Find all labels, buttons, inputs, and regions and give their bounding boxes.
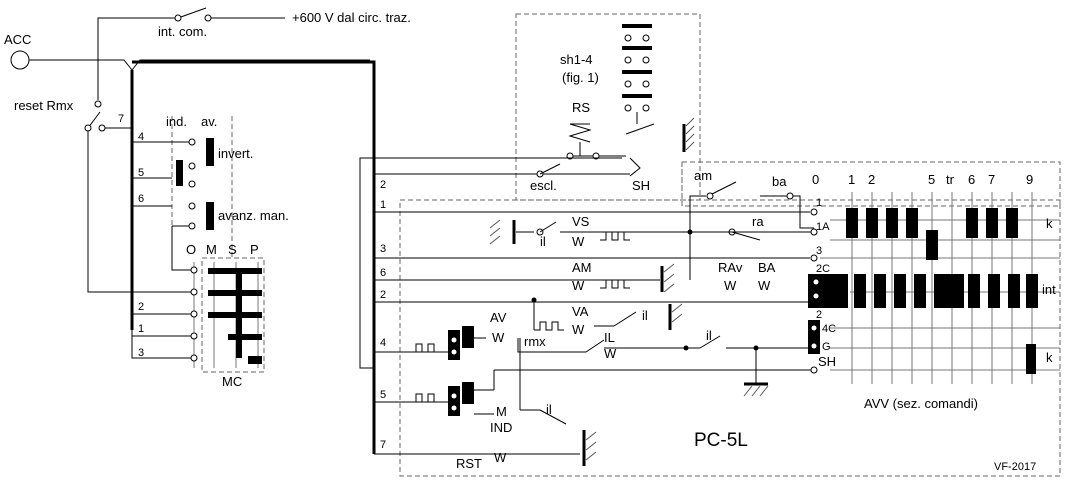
va-label: VA	[572, 304, 589, 319]
il-label-1: il	[540, 234, 546, 249]
svg-text:6: 6	[138, 193, 144, 205]
avv-contact-4c	[808, 320, 820, 354]
escl-label: escl.	[530, 178, 557, 193]
svg-text:1: 1	[138, 323, 144, 335]
avv-cams-k1	[846, 208, 1018, 260]
va-coil: W	[572, 322, 585, 337]
sh-box	[515, 13, 701, 201]
avanz-man-label: avanz. man.	[218, 208, 289, 223]
svg-text:6: 6	[380, 267, 386, 279]
k-label-1: k	[1046, 216, 1053, 231]
wire-7-label: 7	[118, 113, 124, 125]
svg-text:5: 5	[380, 389, 386, 401]
svg-text:1: 1	[380, 199, 386, 211]
sh-coil	[629, 157, 641, 177]
avv-box	[681, 161, 1061, 207]
il-coil: W	[604, 346, 617, 361]
avanz-man-contact	[206, 202, 214, 230]
svg-text:3: 3	[138, 347, 144, 359]
rav-label: RAv	[718, 260, 743, 275]
avv-step-6: 6	[968, 172, 975, 187]
avv-step-5: 5	[928, 172, 935, 187]
svg-text:7: 7	[380, 439, 386, 451]
svg-text:4: 4	[380, 337, 386, 349]
int-com-label: int. com.	[158, 24, 207, 39]
ind-av-lever	[176, 160, 183, 186]
avv-row-3: 3	[816, 245, 822, 257]
am-coil-label: AM	[572, 260, 592, 275]
av-label: av.	[201, 114, 217, 129]
vs-label: VS	[572, 214, 590, 229]
avv-step-9: 9	[1026, 172, 1033, 187]
am-coil: W	[572, 278, 585, 293]
ind-m: M	[496, 404, 507, 419]
fig1-label: (fig. 1)	[562, 70, 599, 85]
k-label-2: k	[1046, 350, 1053, 365]
mc-pos-s: S	[228, 242, 237, 257]
svg-text:3: 3	[380, 243, 386, 255]
sh1-4-contacts	[622, 24, 652, 124]
acc-terminal	[10, 50, 30, 70]
avv-row-1: 1	[816, 197, 822, 209]
av-relay	[448, 326, 474, 360]
reset-rmx-label: reset Rmx	[14, 98, 74, 113]
avv-row-1a: 1A	[816, 221, 830, 233]
svg-text:2: 2	[380, 179, 386, 191]
ba-coil-label: BA	[758, 260, 776, 275]
rmx-label: rmx	[524, 334, 546, 349]
ind-label: ind.	[166, 114, 187, 129]
am-label: am	[694, 168, 712, 183]
avv-row-g: G	[822, 341, 831, 353]
pc5l-label: PC-5L	[694, 430, 748, 451]
avv-row-2: 2	[816, 309, 822, 321]
avv-row-2c: 2C	[816, 263, 830, 275]
vs-coil: W	[572, 234, 585, 249]
av-coil: W	[492, 330, 505, 345]
svg-text:4: 4	[138, 131, 144, 143]
mc-pos-m: M	[206, 242, 217, 257]
avv-step-2: 2	[868, 172, 875, 187]
sh1-4-label: sh1-4	[560, 52, 593, 67]
ind-relay	[448, 382, 474, 416]
rs-label: RS	[572, 100, 590, 115]
svg-text:2: 2	[138, 301, 144, 313]
mc-pos-p: P	[250, 242, 259, 257]
int-label: int	[1042, 282, 1056, 297]
avv-step-7: 7	[988, 172, 995, 187]
ba-label: ba	[772, 174, 787, 189]
avv-step-1: 1	[848, 172, 855, 187]
avv-label: AVV (sez. comandi)	[864, 396, 978, 411]
invert-label: invert.	[218, 146, 253, 161]
ra-label: ra	[752, 214, 764, 229]
avv-step-tr: tr	[946, 172, 955, 187]
mc-drum	[193, 262, 262, 368]
svg-text:2: 2	[380, 289, 386, 301]
sh-label: SH	[632, 178, 650, 193]
avv-row-sh: SH	[818, 354, 836, 369]
avv-row-4c: 4C	[822, 323, 836, 335]
il-label-3: il	[706, 328, 712, 343]
vf-label: VF-2017	[994, 461, 1036, 473]
ind-coil-label: IND	[490, 420, 512, 435]
invert-contact	[206, 138, 214, 166]
rav-coil: W	[724, 278, 737, 293]
pc5l-box	[399, 199, 1061, 477]
il-label-2: il	[642, 308, 648, 323]
mc-label: MC	[222, 374, 242, 389]
rst-label: RST	[456, 456, 482, 471]
svg-text:5: 5	[138, 167, 144, 179]
supply-label: +600 V dal circ. traz.	[292, 10, 411, 25]
il-coil-label: IL	[604, 330, 615, 345]
ba-coil: W	[758, 278, 771, 293]
avv-cam-k2	[1026, 344, 1036, 374]
rs-coil	[568, 123, 592, 143]
rst-coil: W	[494, 450, 507, 465]
av-coil-label: AV	[490, 310, 507, 325]
avv-cams-int	[808, 274, 1038, 308]
acc-label: ACC	[4, 32, 31, 47]
avv-step-0: 0	[812, 172, 819, 187]
il-label-4: il	[546, 402, 552, 417]
mc-pos-o: O	[186, 242, 196, 257]
